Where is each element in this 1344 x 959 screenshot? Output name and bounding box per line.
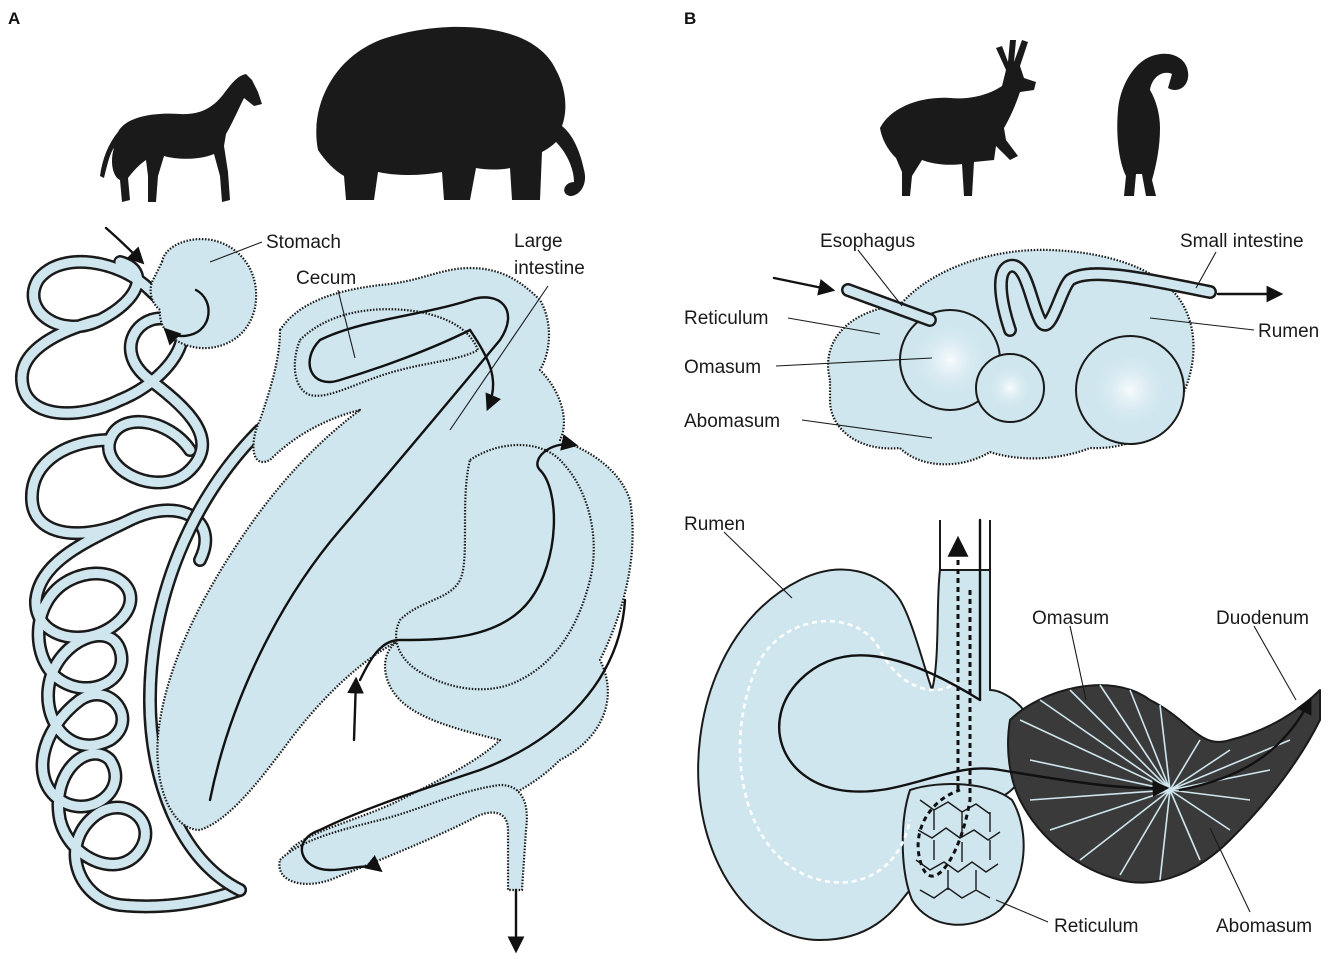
duodenum-leader <box>1254 626 1296 700</box>
label-abomasum-top: Abomasum <box>684 411 780 432</box>
label-omasum-top: Omasum <box>684 357 761 378</box>
panel-b: B Esophag <box>684 9 1320 940</box>
label-rumen-bottom: Rumen <box>684 514 745 535</box>
label-reticulum-top: Reticulum <box>684 308 768 329</box>
horse-large-intestine <box>157 268 632 950</box>
rumen-bottom-leader <box>724 532 792 598</box>
ruminant-stomach-section <box>698 520 1320 940</box>
label-small-intestine: Small intestine <box>1180 231 1304 252</box>
label-stomach: Stomach <box>266 232 341 253</box>
label-rumen-top: Rumen <box>1258 321 1319 342</box>
label-abomasum-bottom: Abomasum <box>1216 916 1312 937</box>
label-reticulum-bottom: Reticulum <box>1054 916 1138 937</box>
ruminant-stomach-exterior <box>774 250 1280 464</box>
label-omasum-bottom: Omasum <box>1032 608 1109 629</box>
label-large-intestine-line2: intestine <box>514 258 585 279</box>
panel-b-letter: B <box>684 9 696 28</box>
elephant-silhouette-icon <box>316 27 585 200</box>
label-large-intestine-line1: Large <box>514 231 563 252</box>
horse-silhouette-icon <box>100 74 262 202</box>
label-duodenum: Duodenum <box>1216 608 1309 629</box>
bighorn-sheep-silhouette-icon <box>1117 54 1188 196</box>
label-esophagus: Esophagus <box>820 231 915 252</box>
omasum-abomasum-striated <box>1008 685 1320 883</box>
panel-a: A <box>8 9 633 950</box>
reticulum-bottom-leader <box>996 900 1048 922</box>
panel-a-letter: A <box>8 9 20 28</box>
small-intestine-leader <box>1196 252 1216 288</box>
label-cecum: Cecum <box>296 268 356 289</box>
deer-silhouette-icon <box>880 40 1036 196</box>
